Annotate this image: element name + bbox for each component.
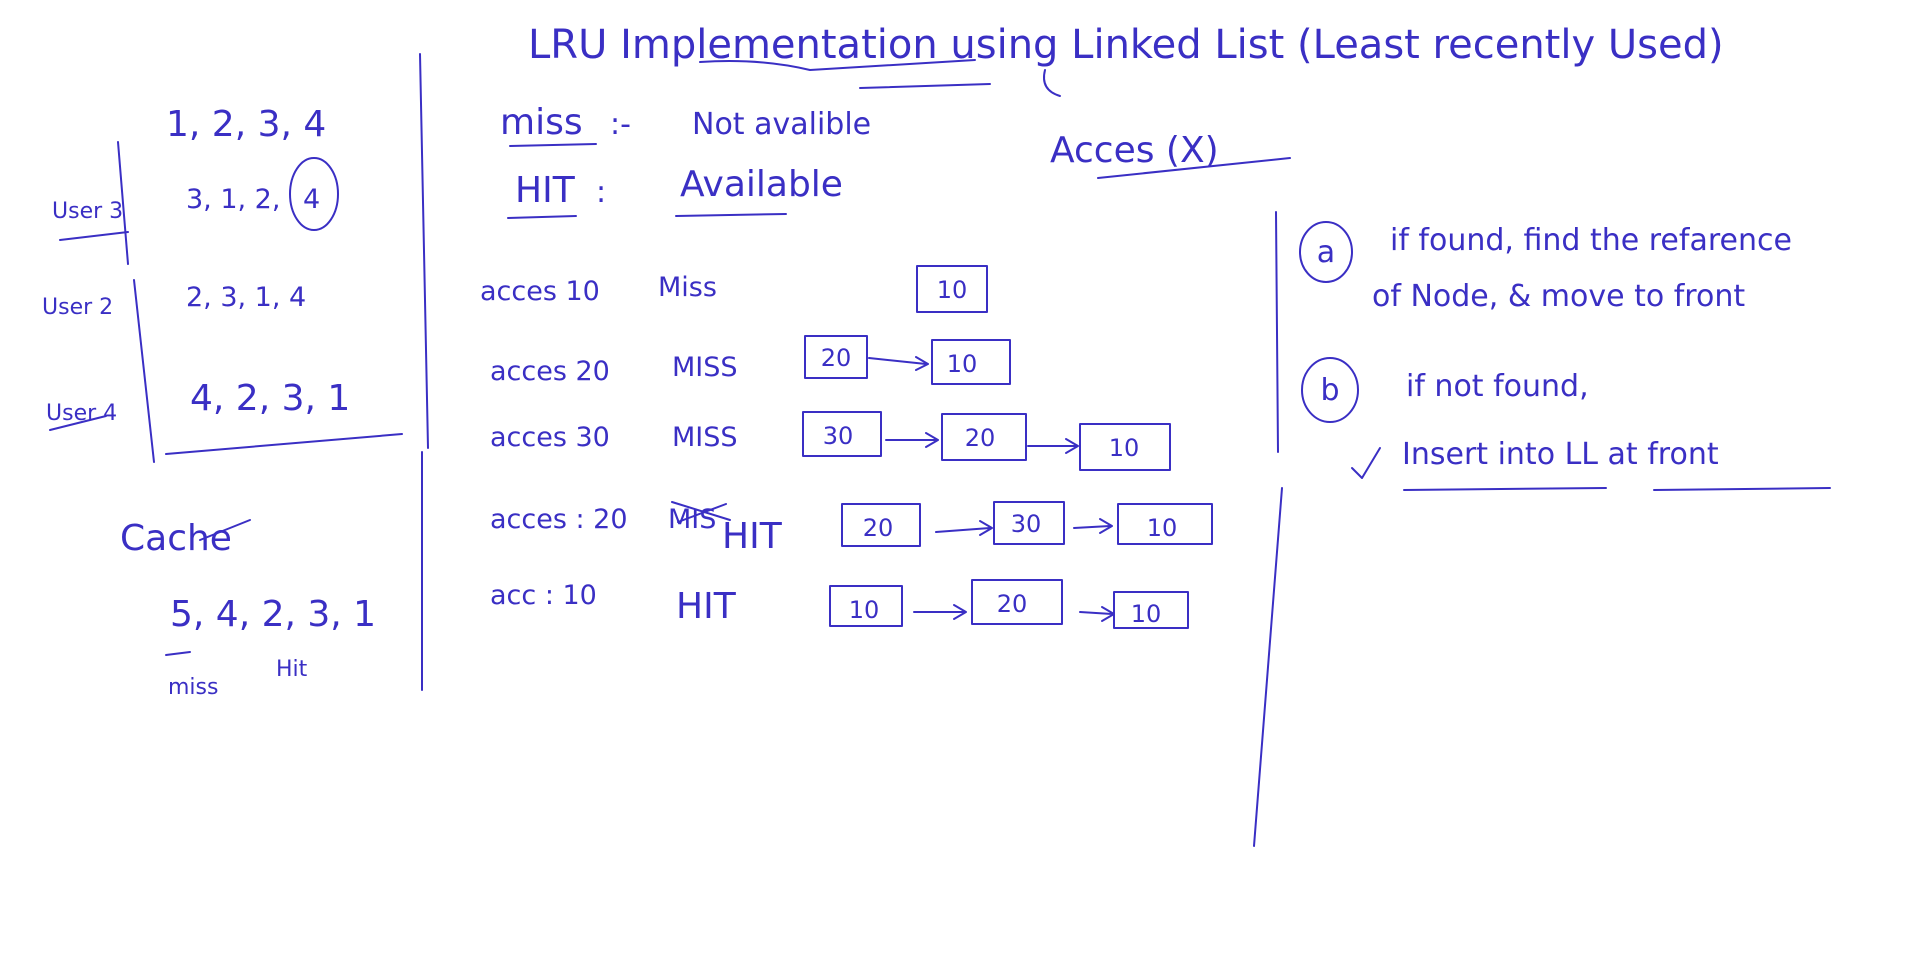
cache-hit-note: Hit xyxy=(276,657,308,682)
user-3-order: 3, 1, 2, xyxy=(186,184,280,215)
list-node xyxy=(993,501,1065,545)
hit-separator: : xyxy=(596,175,606,210)
rule-b-underline-front xyxy=(1653,487,1831,491)
user-4-underline xyxy=(49,415,107,431)
list-node xyxy=(931,339,1011,385)
list-node xyxy=(804,335,868,379)
list-node-value: 10 xyxy=(1109,434,1140,462)
user-3-underline xyxy=(59,231,129,241)
divider-left-upper xyxy=(419,53,429,449)
initial-order: 1, 2, 3, 4 xyxy=(166,104,326,145)
rule-a: a if found, find the refarence of Node, … xyxy=(1299,221,1792,314)
miss-separator: :- xyxy=(610,107,631,142)
list-node-value: 20 xyxy=(821,344,852,372)
rule-a-marker: a xyxy=(1317,235,1335,270)
access-result: HIT xyxy=(722,516,783,557)
list-node-value: 20 xyxy=(863,514,894,542)
access-row-5: acc : 10 HIT 10 20 10 xyxy=(490,579,1189,629)
access-label: acces 10 xyxy=(480,276,600,307)
title-underline-list xyxy=(1043,69,1061,97)
list-node-value: 10 xyxy=(849,596,880,624)
list-arrow xyxy=(1027,438,1079,454)
list-node xyxy=(941,413,1027,461)
miss-term-underline xyxy=(509,143,597,147)
rule-b: b if not found, Insert into LL at front xyxy=(1301,357,1831,491)
list-arrow xyxy=(885,432,939,448)
list-node-value: 10 xyxy=(947,350,978,378)
access-result: MISS xyxy=(672,422,738,453)
list-node xyxy=(802,411,882,457)
left-table-bottom-line xyxy=(165,433,403,455)
miss-description: Not avalible xyxy=(692,107,871,142)
list-node xyxy=(916,265,988,313)
user-4-order: 4, 2, 3, 1 xyxy=(190,378,350,419)
hit-term-underline xyxy=(507,215,577,219)
divider-right-upper xyxy=(1275,211,1279,453)
list-node-value: 10 xyxy=(1147,514,1178,542)
list-node-value: 30 xyxy=(1011,510,1042,538)
list-arrow xyxy=(1073,518,1113,534)
rule-a-marker-ring xyxy=(1299,221,1353,283)
title-underline-using xyxy=(699,59,976,71)
list-node-value: 30 xyxy=(823,422,854,450)
circled-item-ring xyxy=(289,157,339,231)
rule-b-underline-insert xyxy=(1403,487,1607,491)
left-table-line-upper xyxy=(117,141,129,265)
access-result: MISS xyxy=(672,352,738,383)
access-row-1: acces 10 Miss 10 xyxy=(480,265,988,313)
miss-term: miss xyxy=(500,102,583,143)
list-node xyxy=(1079,423,1171,471)
list-node xyxy=(841,503,921,547)
rule-b-marker: b xyxy=(1320,373,1339,408)
rule-b-line-1: if not found, xyxy=(1406,369,1589,404)
hit-description: Available xyxy=(680,164,843,205)
cache-miss-underline xyxy=(165,651,191,656)
rule-b-line-2: Insert into LL at front xyxy=(1402,437,1719,472)
access-label: acc : 10 xyxy=(490,580,597,611)
list-node xyxy=(1113,591,1189,629)
list-node xyxy=(971,579,1063,625)
rule-a-line-1: if found, find the refarence xyxy=(1390,223,1792,258)
access-result: Miss xyxy=(658,272,717,303)
list-node xyxy=(1117,503,1213,545)
check-mark-icon xyxy=(1351,447,1381,479)
user-2-order: 2, 3, 1, 4 xyxy=(186,282,306,313)
divider-right-lower xyxy=(1253,487,1283,847)
rule-a-line-2: of Node, & move to front xyxy=(1372,279,1745,314)
user-3-label: User 3 xyxy=(52,199,123,224)
list-arrow xyxy=(1079,606,1115,622)
access-label: acces 30 xyxy=(490,422,610,453)
rule-b-marker-ring xyxy=(1301,357,1359,423)
list-node xyxy=(829,585,903,627)
title-underline-linked xyxy=(859,83,991,89)
list-arrow xyxy=(935,520,993,536)
list-node-value: 20 xyxy=(965,424,996,452)
user-2-label: User 2 xyxy=(42,295,113,320)
list-node-value: 10 xyxy=(937,276,968,304)
strike-through-mark xyxy=(671,501,731,523)
access-label: acces : 20 xyxy=(490,504,628,535)
access-label: acces 20 xyxy=(490,356,610,387)
access-x-label: Acces (X) xyxy=(1050,130,1219,171)
access-result: HIT xyxy=(676,586,737,627)
access-row-2: acces 20 MISS 20 10 xyxy=(490,335,1011,387)
cache-underline xyxy=(199,519,251,541)
access-x-underline xyxy=(1097,157,1291,179)
list-node-value: 20 xyxy=(997,590,1028,618)
cache-label: Cache xyxy=(120,518,232,559)
cache-sequence: 5, 4, 2, 3, 1 xyxy=(170,594,376,635)
left-table-line-lower xyxy=(133,279,155,463)
cache-miss-note: miss xyxy=(168,675,218,700)
list-arrow xyxy=(868,356,929,371)
access-row-3: acces 30 MISS 30 20 10 xyxy=(490,411,1171,471)
access-row-4: acces : 20 MIS HIT 20 30 10 xyxy=(490,501,1213,557)
list-node-value: 10 xyxy=(1131,600,1162,628)
hit-description-underline xyxy=(675,213,787,217)
list-arrow xyxy=(913,604,967,620)
hit-term: HIT xyxy=(515,170,576,211)
user-3-circled-item: 4 xyxy=(303,184,320,215)
